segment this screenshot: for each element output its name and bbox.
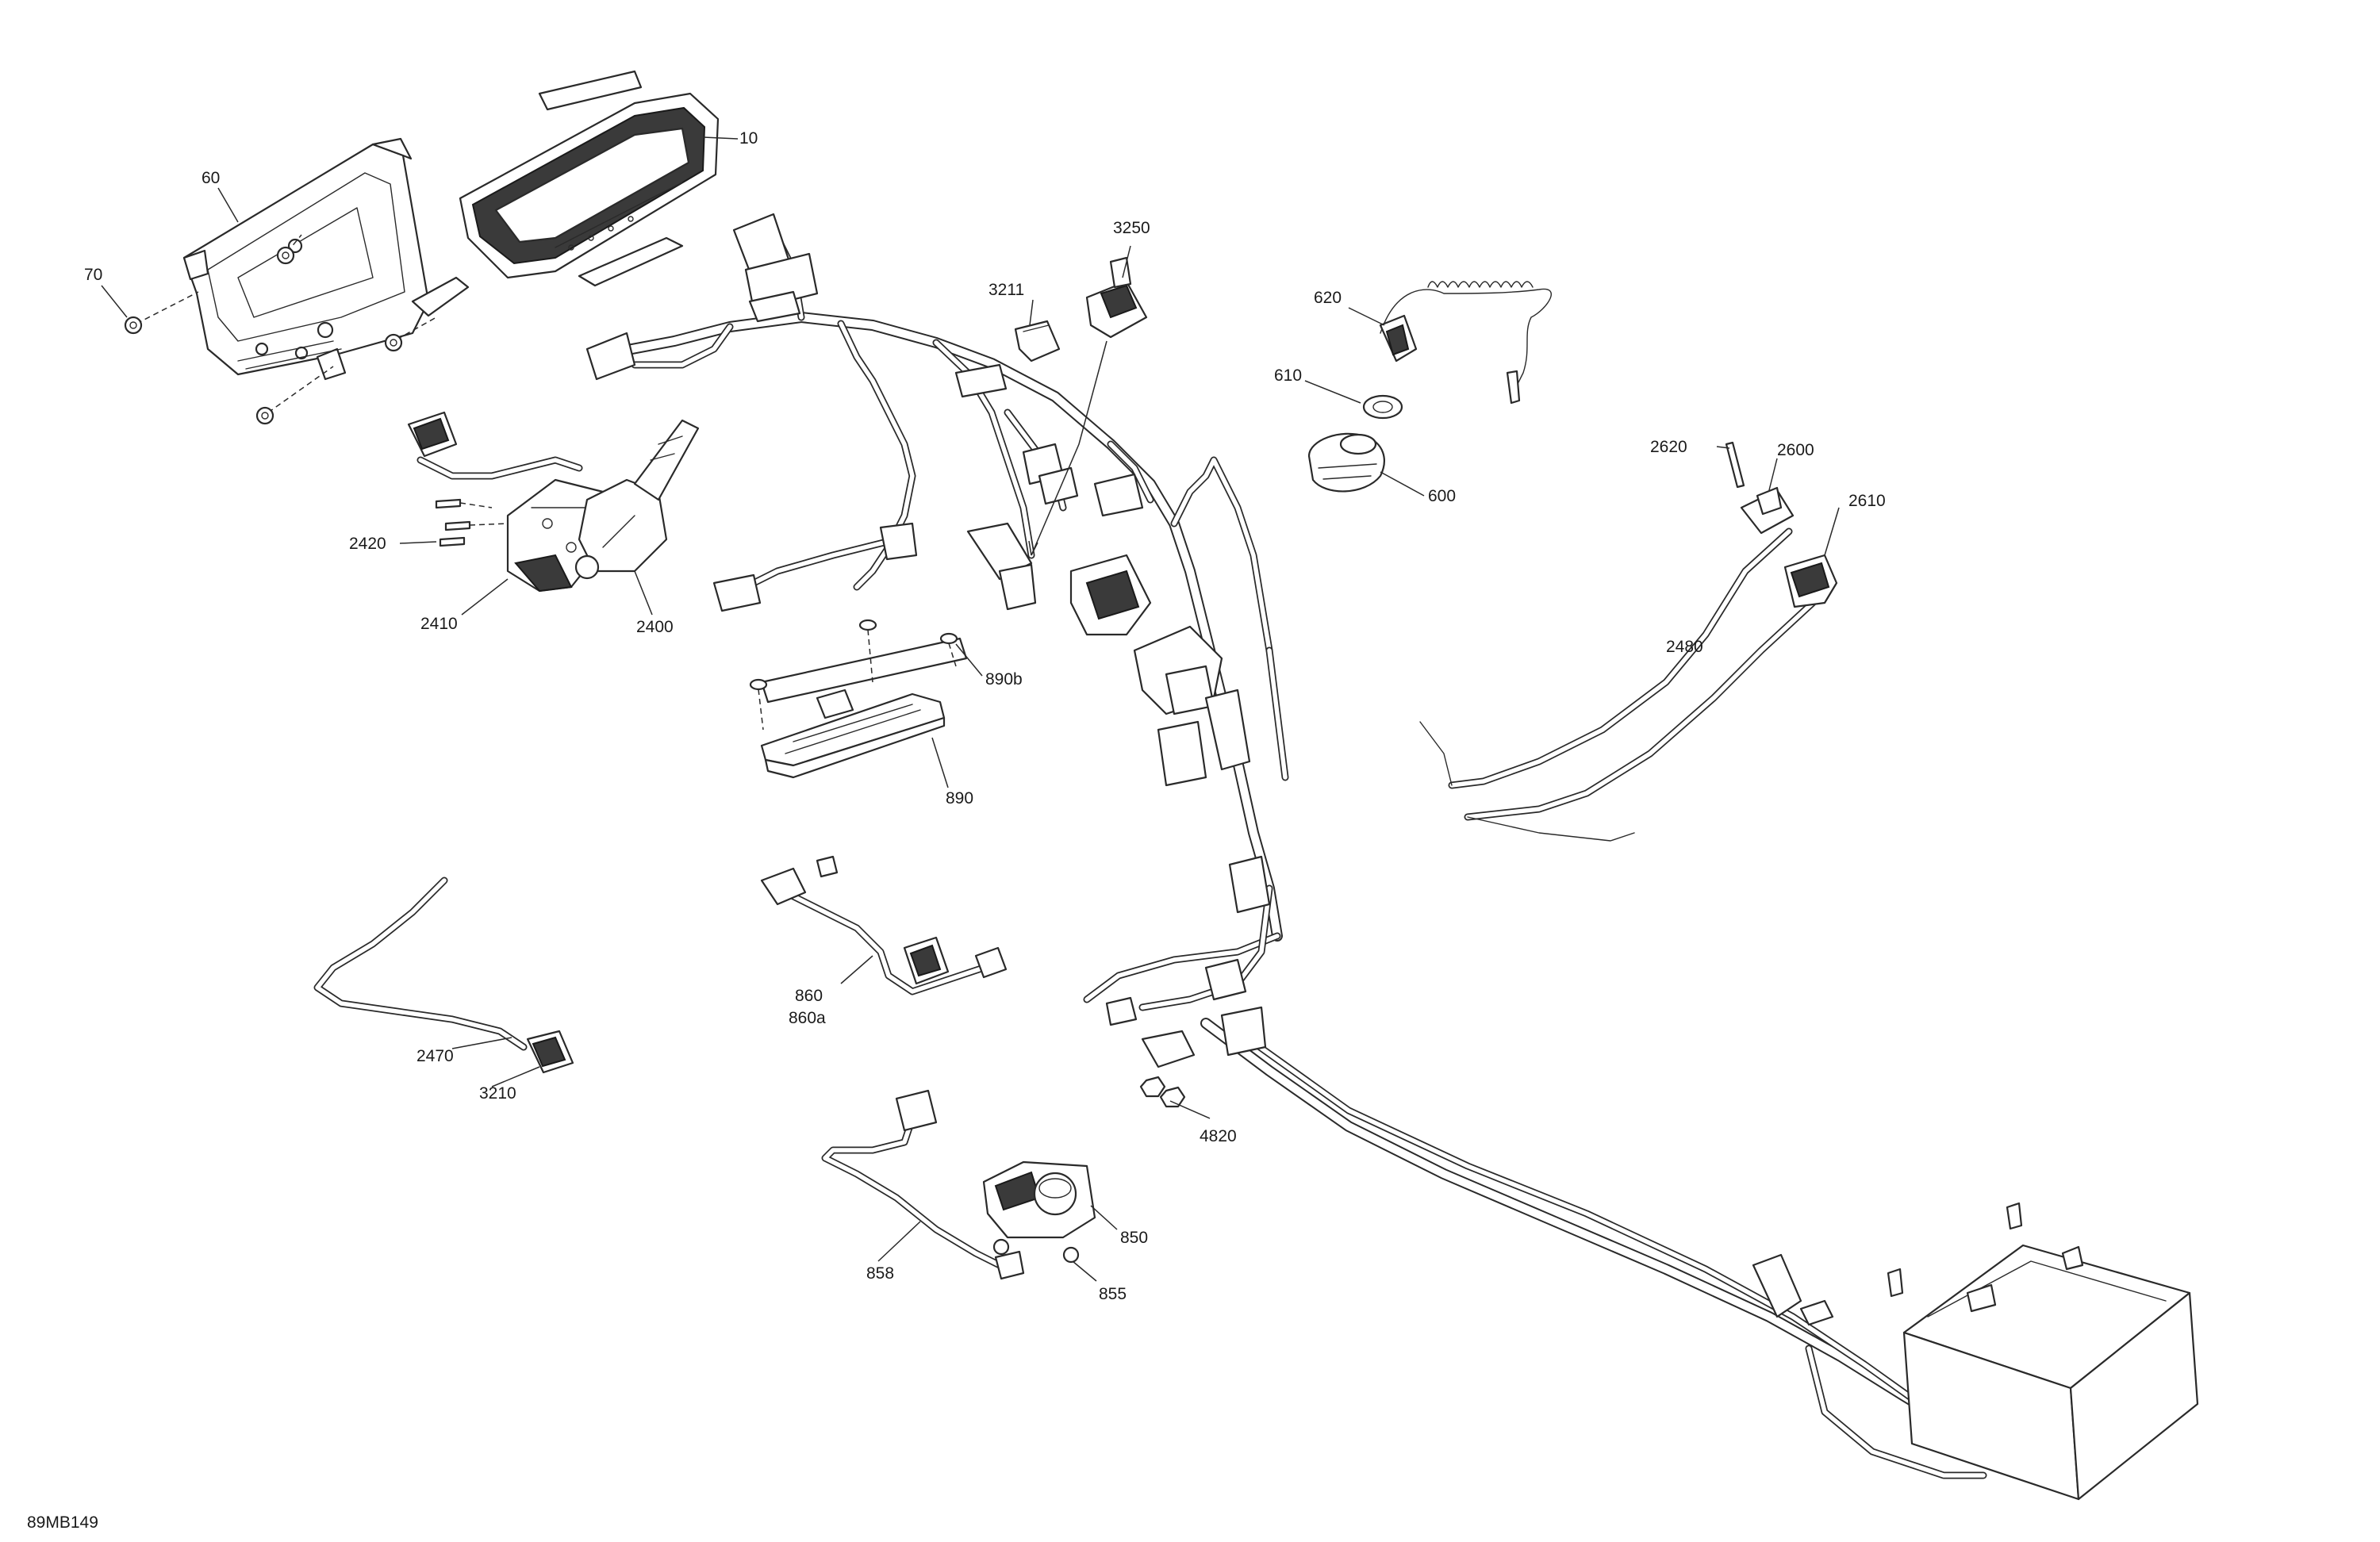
screw-70-set xyxy=(124,234,437,425)
pins-2420 xyxy=(435,498,509,547)
callout-3210: 3210 xyxy=(479,1084,516,1103)
battery xyxy=(1902,1244,2199,1501)
callout-4820: 4820 xyxy=(1200,1127,1237,1145)
callout-858: 858 xyxy=(866,1264,894,1283)
connector-2610 xyxy=(1783,554,1838,608)
callout-890: 890 xyxy=(946,789,973,807)
callout-850: 850 xyxy=(1120,1229,1148,1247)
callout-890b: 890b xyxy=(985,670,1023,689)
callout-860a: 860a xyxy=(789,1009,826,1027)
ground-terminal-2600 xyxy=(1740,486,1795,535)
callout-610: 610 xyxy=(1274,366,1302,385)
battery-cables xyxy=(1752,1253,1987,1479)
callout-620: 620 xyxy=(1314,289,1342,307)
callout-3250: 3250 xyxy=(1113,219,1150,237)
callout-2420: 2420 xyxy=(349,535,386,553)
callout-2410: 2410 xyxy=(420,615,458,633)
callout-855: 855 xyxy=(1099,1285,1127,1303)
connector-3210 xyxy=(526,1030,574,1074)
switch-3250 xyxy=(1028,256,1148,556)
callout-600: 600 xyxy=(1428,487,1456,505)
throttle-sensor-2400 xyxy=(574,419,700,580)
ground-harness-2480 xyxy=(1419,527,1817,842)
callout-labels: 10 60 70 3250 3211 620 610 600 2620 2600… xyxy=(27,129,1886,1532)
callout-860: 860 xyxy=(795,987,823,1005)
harness-860 xyxy=(760,855,1008,995)
nut-610 xyxy=(1362,394,1403,420)
callout-10: 10 xyxy=(739,129,758,148)
leader-lines xyxy=(101,136,1840,1282)
callout-60: 60 xyxy=(202,169,220,187)
callout-2480: 2480 xyxy=(1666,638,1703,656)
callout-2610: 2610 xyxy=(1848,492,1886,510)
callout-70: 70 xyxy=(84,266,102,284)
harness-branch-2400 xyxy=(407,411,583,480)
harness-858 xyxy=(821,1089,1025,1280)
gauge-support-bracket xyxy=(182,137,470,381)
callout-2400: 2400 xyxy=(636,618,674,636)
main-wiring-harness xyxy=(605,234,1964,1432)
gauge-cluster xyxy=(459,70,720,287)
callout-2620: 2620 xyxy=(1650,438,1687,456)
diagram-code: 89MB149 xyxy=(27,1513,98,1532)
harness-2470 xyxy=(313,876,528,1051)
harness-connectors xyxy=(585,213,1271,1068)
callout-3211: 3211 xyxy=(988,281,1024,299)
key-switch-600 xyxy=(1307,432,1385,493)
callout-2470: 2470 xyxy=(416,1047,454,1065)
callout-2600: 2600 xyxy=(1777,441,1814,459)
connector-3211 xyxy=(1014,320,1061,362)
switch-850 xyxy=(982,1160,1096,1239)
tether-cord-620 xyxy=(1379,281,1552,405)
battery-bolts xyxy=(1887,1202,2023,1298)
module-890 xyxy=(760,637,968,779)
nuts-890b xyxy=(749,619,958,731)
screws-855 xyxy=(992,1238,1080,1264)
nuts-4820 xyxy=(1139,1076,1186,1108)
bolt-2620 xyxy=(1725,441,1745,489)
